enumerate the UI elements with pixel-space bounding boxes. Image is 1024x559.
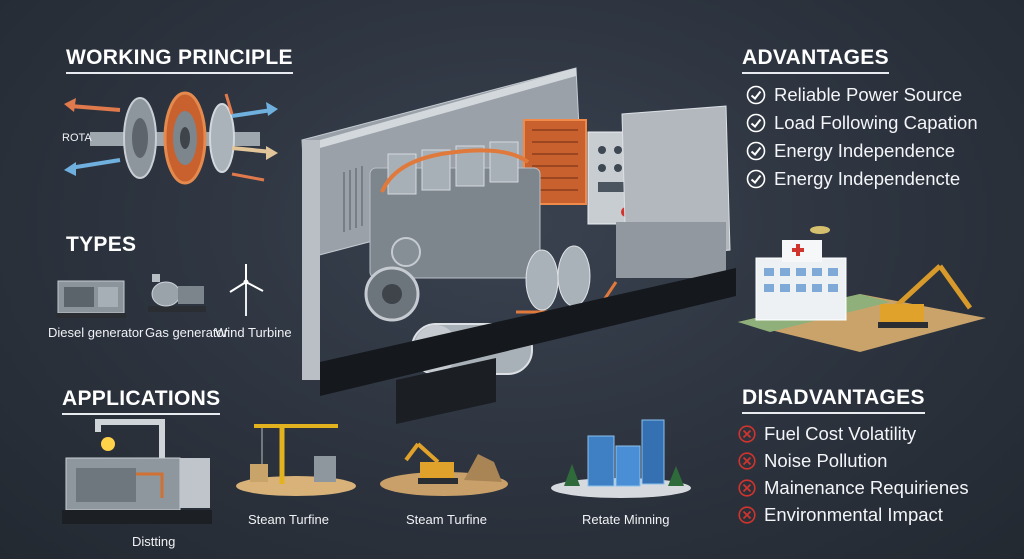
advantage-item-2: Load Following Capation — [746, 112, 978, 134]
disadvantage-item-1: Fuel Cost Volatility — [738, 423, 916, 445]
cross-icon — [738, 479, 756, 497]
applications-item-retate-minning: Retate Minning — [582, 512, 670, 527]
disadvantage-label: Mainenance Requirienes — [764, 477, 969, 498]
advantage-item-1: Reliable Power Source — [746, 84, 962, 106]
types-item-gas-generator: Gas generator — [145, 325, 229, 340]
applications-item-steam-turfine-1: Steam Turfine — [248, 512, 329, 527]
disadvantage-label: Environmental Impact — [764, 504, 943, 525]
rotor-diagram-illustration — [64, 91, 278, 185]
advantage-label: Reliable Power Source — [774, 84, 963, 105]
advantage-label: Load Following Capation — [774, 112, 978, 133]
wind-turbine-icon — [229, 264, 264, 316]
check-icon — [746, 141, 766, 161]
advantage-item-3: Energy Independence — [746, 140, 955, 162]
disadvantage-label: Fuel Cost Volatility — [764, 423, 917, 444]
generator-plant-icon — [62, 419, 212, 524]
cross-icon — [738, 506, 756, 524]
types-heading: TYPES — [66, 233, 137, 256]
rotor-label: ROTA — [62, 132, 92, 144]
central-generator-illustration — [301, 67, 736, 424]
gas-generator-icon — [148, 274, 206, 312]
check-icon — [746, 85, 766, 105]
advantage-label: Energy Independence — [774, 140, 956, 161]
check-icon — [746, 113, 766, 133]
advantage-label: Energy Independencte — [774, 168, 961, 189]
types-item-diesel-generator: Diesel generator — [48, 325, 144, 340]
excavator-site-icon — [380, 442, 508, 496]
advantage-item-4: Energy Independencte — [746, 168, 960, 190]
diesel-generator-icon — [56, 280, 126, 318]
disadvantage-item-2: Noise Pollution — [738, 450, 887, 472]
hospital-mining-illustration — [738, 226, 986, 352]
applications-heading: APPLICATIONS — [62, 387, 221, 415]
disadvantage-label: Noise Pollution — [764, 450, 888, 471]
disadvantage-item-4: Environmental Impact — [738, 504, 943, 526]
applications-item-steam-turfine-2: Steam Turfine — [406, 512, 487, 527]
disadvantage-item-3: Mainenance Requirienes — [738, 477, 969, 499]
cross-icon — [738, 452, 756, 470]
city-buildings-icon — [551, 419, 691, 498]
construction-crane-icon — [236, 424, 356, 496]
advantages-heading: ADVANTAGES — [742, 46, 889, 74]
disadvantages-heading: DISADVANTAGES — [742, 386, 925, 414]
cross-icon — [738, 425, 756, 443]
types-item-wind-turbine: Wind Turbine — [215, 325, 292, 340]
check-icon — [746, 169, 766, 189]
working-principle-heading: WORKING PRINCIPLE — [66, 46, 293, 74]
applications-item-distting: Distting — [132, 534, 176, 549]
